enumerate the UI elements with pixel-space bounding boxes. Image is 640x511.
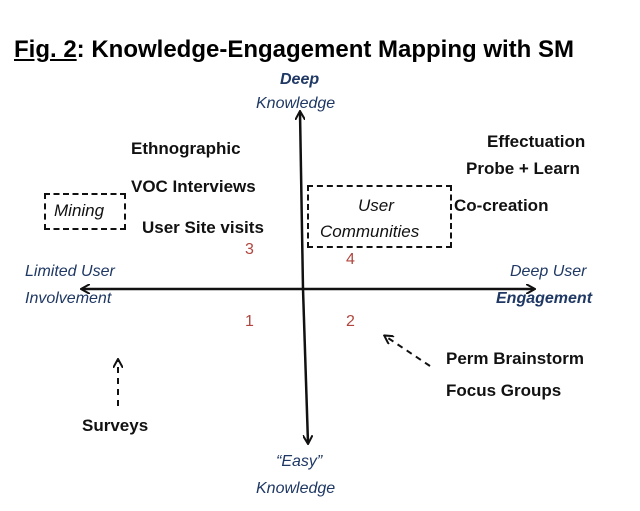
user-communities-box bbox=[307, 185, 452, 248]
axis-top-label-1: Deep bbox=[280, 71, 320, 88]
figure-number: Fig. 2 bbox=[14, 36, 77, 63]
label-effectuation: Effectuation bbox=[487, 132, 586, 151]
label-user-communities-2: Communities bbox=[320, 222, 420, 241]
quadrant-2: 2 bbox=[346, 313, 355, 330]
figure-title-text: : Knowledge-Engagement Mapping with SM bbox=[76, 36, 574, 63]
quadrant-3: 3 bbox=[245, 241, 254, 258]
label-user-communities-1: User bbox=[358, 196, 394, 215]
axis-right-label-2: Engagement bbox=[496, 290, 593, 307]
label-probe-learn: Probe + Learn bbox=[466, 159, 580, 178]
quadrant-4: 4 bbox=[346, 251, 355, 268]
axis-top-label-2: Knowledge bbox=[256, 95, 336, 112]
label-mining: Mining bbox=[54, 201, 105, 220]
label-user-site-visits: User Site visits bbox=[142, 218, 264, 237]
label-co-creation: Co-creation bbox=[454, 196, 549, 215]
figure-title: Fig. 2: Knowledge-Engagement Mapping wit… bbox=[14, 38, 574, 62]
quadrant-1: 1 bbox=[245, 313, 254, 330]
axis-bottom-label-2: Knowledge bbox=[256, 480, 336, 497]
axis-left-label-1: Limited User bbox=[25, 263, 115, 280]
vertical-axis-down bbox=[301, 288, 308, 443]
axis-left-label-2: Involvement bbox=[25, 290, 112, 307]
dashed-arrow-brainstorm bbox=[385, 336, 431, 367]
label-surveys: Surveys bbox=[82, 416, 149, 435]
vertical-axis-up bbox=[300, 112, 303, 290]
axis-right-label-1: Deep User bbox=[510, 263, 587, 280]
label-perm-brainstorm: Perm Brainstorm bbox=[446, 349, 584, 368]
label-ethnographic: Ethnographic bbox=[131, 139, 241, 158]
label-voc-interviews: VOC Interviews bbox=[131, 177, 256, 196]
label-focus-groups: Focus Groups bbox=[446, 381, 562, 400]
mining-box bbox=[44, 193, 126, 230]
axis-bottom-label-1: “Easy” bbox=[276, 453, 323, 470]
